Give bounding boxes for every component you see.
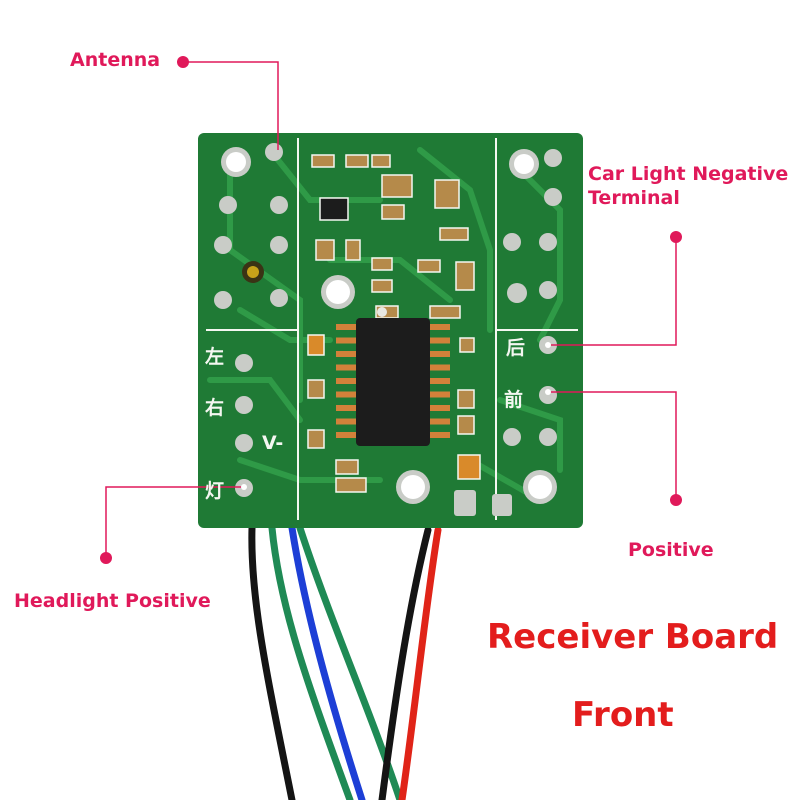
wire-black-right — [378, 526, 432, 800]
ic-pin — [336, 432, 358, 438]
ic-pin — [428, 418, 450, 425]
mounting-holes — [221, 147, 557, 504]
pad-marker — [545, 389, 551, 395]
callout-dots — [100, 56, 682, 564]
ic-pin — [428, 405, 450, 411]
mounting-hole — [528, 475, 552, 499]
ic-pin — [428, 351, 450, 357]
callout-car-light-negative-line2: Terminal — [588, 187, 680, 209]
ic-pins-right — [428, 324, 450, 438]
ic-pin — [336, 378, 358, 384]
ic-pin — [336, 405, 358, 411]
dark-via — [247, 266, 259, 278]
leader-antenna — [183, 61, 279, 150]
ic-pin — [428, 364, 450, 371]
silk-right-label: 右 — [205, 397, 225, 419]
callout-leaders — [105, 61, 677, 558]
ic-pin — [336, 351, 358, 357]
silk-front-label: 前 — [504, 389, 524, 411]
callout-dot-car-light-negative — [670, 231, 682, 243]
silk-left-label: 左 — [205, 346, 225, 368]
ic-chip — [336, 307, 450, 446]
callout-positive: Positive — [628, 539, 714, 561]
ic-notch — [377, 307, 387, 317]
wire-black-left — [248, 524, 296, 800]
ic-pin — [336, 391, 358, 398]
silkscreen-lines — [206, 138, 578, 520]
mounting-hole — [514, 154, 534, 174]
ic-pin — [428, 378, 450, 384]
ic-pin — [428, 391, 450, 398]
wire-blue — [288, 524, 366, 800]
ic-pin — [336, 364, 358, 371]
title-line1: Receiver Board — [487, 617, 779, 657]
silk-light-label: 灯 — [205, 480, 225, 502]
smd-components — [307, 154, 481, 493]
callout-antenna: Antenna — [70, 49, 161, 71]
ic-body — [356, 318, 430, 446]
ic-pin — [428, 337, 450, 344]
leader-headlight-positive — [105, 486, 244, 558]
callout-dot-antenna — [177, 56, 189, 68]
mounting-hole — [226, 152, 246, 172]
mounting-hole — [401, 475, 425, 499]
wire-red — [398, 526, 442, 800]
mounting-hole — [326, 280, 350, 304]
ic-pins-left — [336, 324, 358, 438]
leader-positive — [548, 391, 677, 500]
silk-vminus-label: V- — [262, 432, 284, 454]
ic-pin — [336, 418, 358, 425]
title-line2: Front — [572, 695, 674, 735]
ic-pin — [336, 337, 358, 344]
leader-car-light-negative — [548, 237, 677, 346]
silk-rear-label: 后 — [506, 337, 526, 359]
ic-pin — [336, 324, 358, 330]
ic-pin — [428, 432, 450, 438]
callout-dot-headlight-positive — [100, 552, 112, 564]
solder-pads — [214, 143, 562, 516]
pad-marker — [545, 342, 551, 348]
wire-bundle — [248, 524, 442, 800]
wire-green-left — [268, 524, 354, 800]
ic-pin — [428, 324, 450, 330]
callout-car-light-negative-line1: Car Light Negative — [588, 163, 789, 185]
pad-marker — [241, 484, 247, 490]
callout-headlight-positive: Headlight Positive — [14, 590, 211, 612]
callout-dot-positive — [670, 494, 682, 506]
